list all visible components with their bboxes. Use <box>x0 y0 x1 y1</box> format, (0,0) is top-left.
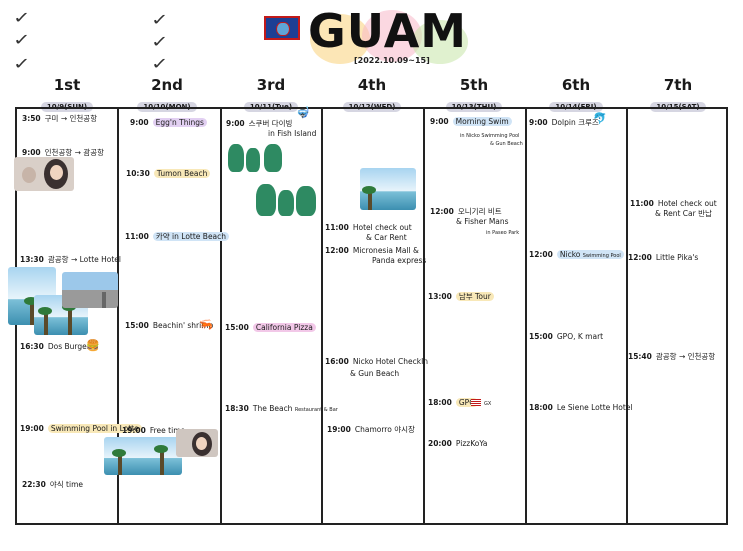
schedule-event-cont: & Gun Beach <box>350 369 400 378</box>
schedule-event-cont: & Fisher Mans <box>456 217 509 226</box>
checkmark-icon: ✓ <box>150 54 169 73</box>
column-divider <box>321 107 323 525</box>
dolphin-icon: 🐬 <box>593 112 607 125</box>
fish-island-photo <box>254 182 318 218</box>
schedule-event-cont: in Nicko Swimming Pool <box>460 133 520 139</box>
schedule-event-cont: GX <box>484 401 492 407</box>
us-flag-icon <box>471 399 481 406</box>
diver-icon: 🤿 <box>296 106 310 119</box>
fish-island-photo <box>226 140 286 174</box>
day-number: 4th <box>357 76 387 94</box>
column-divider <box>423 107 425 525</box>
shrimp-icon: 🦐 <box>199 318 213 331</box>
day-number: 5th <box>459 76 489 94</box>
checkmark-icon: ✓ <box>12 8 31 27</box>
burger-icon: 🍔 <box>86 339 100 352</box>
column-divider <box>117 107 119 525</box>
day-number: 7th <box>663 76 693 94</box>
column-divider <box>626 107 628 525</box>
day-number: 6th <box>561 76 591 94</box>
schedule-event-cont: & Gun Beach <box>490 141 523 147</box>
palm-beach-photo <box>34 295 88 335</box>
schedule-event-cont: & Rent Car 반납 <box>655 209 712 218</box>
checkmark-icon: ✓ <box>150 10 169 29</box>
schedule-event-cont: & Car Rent <box>366 233 407 242</box>
column-divider <box>525 107 527 525</box>
schedule-event-cont: in Fish Island <box>268 129 317 138</box>
checkmark-icon: ✓ <box>12 30 31 49</box>
date-range: [2022.10.09~15] <box>354 56 430 65</box>
column-divider <box>220 107 222 525</box>
selfie-photo <box>14 157 74 191</box>
page-title: GUAM <box>308 4 468 58</box>
beach-photo <box>360 168 416 210</box>
friends-selfie-photo <box>176 429 218 457</box>
pool-photo <box>104 437 182 475</box>
schedule-event-cont: Panda express <box>372 256 427 265</box>
checkmark-icon: ✓ <box>150 32 169 51</box>
schedule-event-cont: in Paseo Park <box>486 230 520 236</box>
street-photo <box>62 272 118 308</box>
day-number: 3rd <box>256 76 286 94</box>
day-number: 1st <box>53 76 81 94</box>
checkmark-icon: ✓ <box>12 54 31 73</box>
page-header: GUAM [2022.10.09~15] <box>262 4 472 68</box>
day-number: 2nd <box>151 76 183 94</box>
guam-flag-icon <box>264 16 300 40</box>
